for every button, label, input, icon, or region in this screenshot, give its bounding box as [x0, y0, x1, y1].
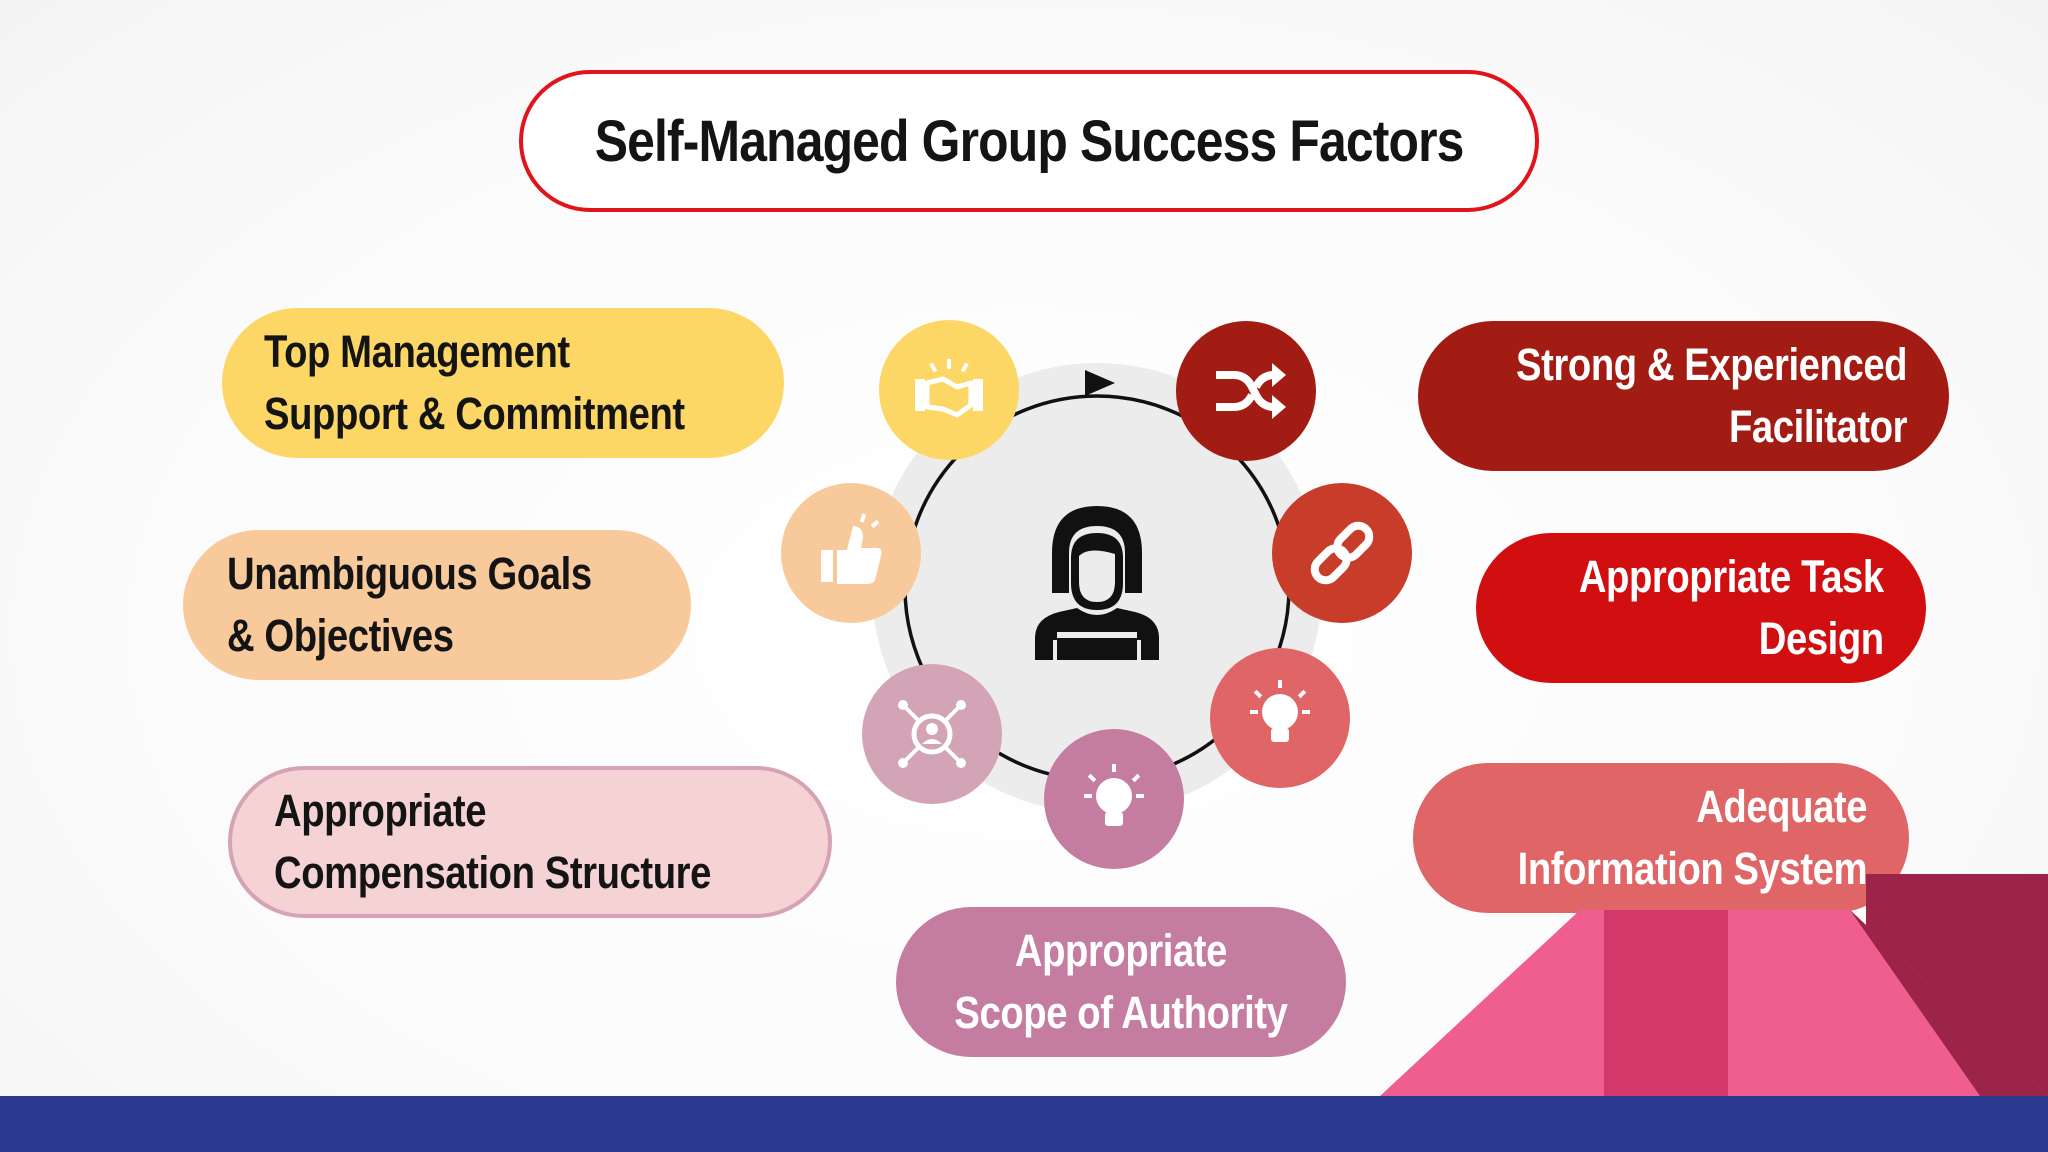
factor-top-management: Top Management Support & Commitment	[222, 308, 784, 458]
link-circle	[1272, 483, 1412, 623]
lightbulb-circle-mauve	[1044, 729, 1184, 869]
factor-compensation-structure: Appropriate Compensation Structure	[228, 766, 832, 918]
factor-label: Strong & Experienced Facilitator	[1515, 339, 1908, 452]
factor-facilitator: Strong & Experienced Facilitator	[1418, 321, 1949, 471]
corner-decoration	[1380, 874, 2048, 1096]
title-pill: Self-Managed Group Success Factors	[519, 70, 1539, 212]
factor-label: Adequate Information System	[1517, 781, 1868, 894]
handshake-circle	[879, 320, 1019, 460]
thumbs-up-circle	[781, 483, 921, 623]
shuffle-icon	[1216, 363, 1286, 419]
factor-task-design: Appropriate Task Design	[1476, 533, 1926, 683]
cycle-diagram	[781, 320, 1412, 869]
factor-label: Appropriate Task Design	[1579, 551, 1884, 664]
handshake-icon	[915, 359, 983, 418]
page-title: Self-Managed Group Success Factors	[594, 108, 1465, 174]
network-person-icon	[898, 700, 966, 768]
cycle-arrowhead	[1085, 370, 1115, 396]
factor-scope-of-authority: Appropriate Scope of Authority	[896, 907, 1346, 1057]
network-person-circle	[862, 664, 1002, 804]
lightbulb-icon	[1250, 680, 1310, 742]
shuffle-circle	[1176, 321, 1316, 461]
factor-label: Appropriate Scope of Authority	[954, 925, 1288, 1038]
factor-information-system: Adequate Information System	[1413, 763, 1909, 913]
thumbs-up-icon	[821, 513, 882, 584]
factor-label: Top Management Support & Commitment	[264, 326, 685, 439]
factor-unambiguous-goals: Unambiguous Goals & Objectives	[183, 530, 691, 680]
factor-label: Unambiguous Goals & Objectives	[227, 548, 592, 661]
factor-label: Appropriate Compensation Structure	[274, 785, 711, 898]
lightbulb-icon	[1084, 764, 1144, 826]
lightbulb-circle-coral	[1210, 648, 1350, 788]
bottom-bar	[0, 1096, 2048, 1152]
person-icon	[1035, 506, 1159, 660]
